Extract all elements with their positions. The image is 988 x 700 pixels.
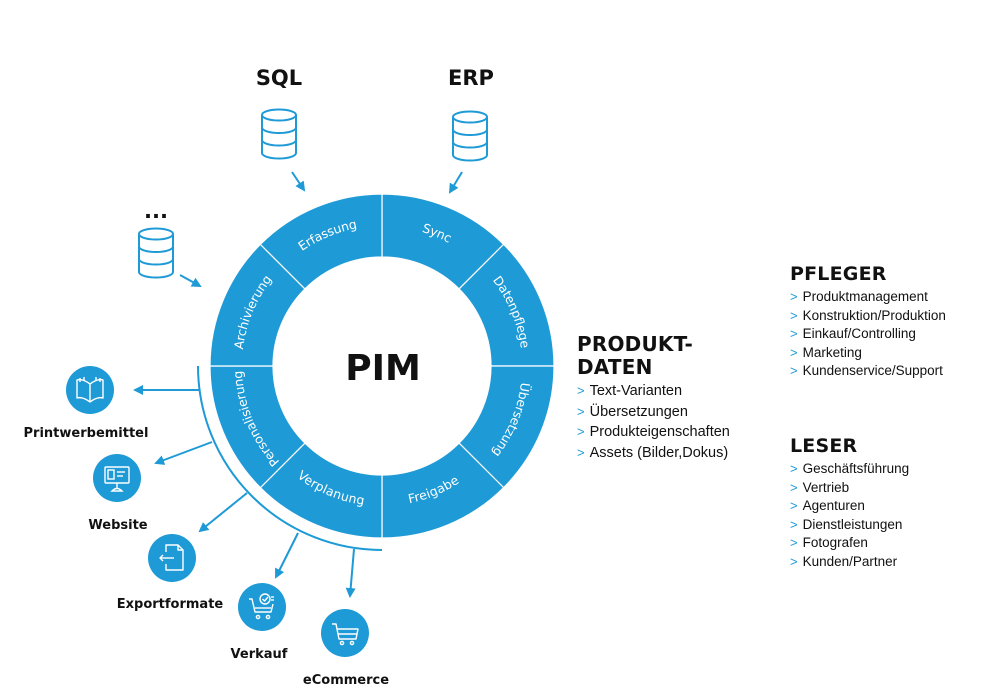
arrow-to-ecommerce	[345, 548, 356, 598]
book-icon	[76, 377, 104, 403]
source-erp: ERP	[448, 66, 494, 194]
output-circle	[238, 583, 286, 631]
arrow-to-verkauf	[275, 532, 299, 579]
output-bracket-arc	[197, 365, 383, 551]
list-item: > Produktmanagement	[790, 288, 946, 307]
arrow-erp-to-ring	[448, 171, 463, 194]
bullet-chevron-icon: >	[577, 383, 585, 398]
monitor-icon	[104, 466, 130, 492]
output-label: Website	[88, 518, 147, 533]
pfleger-title: PFLEGER	[790, 263, 887, 285]
pfleger-panel: PFLEGER >Produktmanagement >Konstruktion…	[790, 263, 946, 381]
list-item: >Assets (Bilder,Dokus)	[577, 443, 730, 464]
bullet-chevron-icon: >	[790, 516, 798, 532]
list-item-text: Produkteigenschaften	[589, 424, 730, 440]
output-circle	[93, 454, 141, 502]
bullet-chevron-icon: >	[790, 498, 798, 513]
bullet-chevron-icon: >	[790, 307, 798, 323]
list-item: > Einkauf/Controlling	[790, 325, 946, 344]
produktdaten-title-line1: PRODUKT-	[577, 332, 694, 356]
arrow-to-exportformate	[198, 492, 248, 533]
export-document-icon	[159, 544, 184, 571]
database-icon	[138, 227, 174, 279]
list-item: >Marketing	[790, 344, 946, 363]
bullet-chevron-icon: >	[790, 363, 798, 378]
arrow-sql-to-ring	[291, 171, 306, 192]
output-label: Printwerbemittel	[24, 426, 149, 441]
list-item-text: Agenturen	[802, 498, 865, 513]
produktdaten-panel: PRODUKT- DATEN >Text-Varianten >Übersetz…	[577, 333, 730, 463]
list-item-text: Kundenservice/Support	[802, 363, 943, 378]
output-label: Exportformate	[117, 597, 224, 612]
center-label-pim: PIM	[345, 348, 421, 389]
list-item: >Dienstleistungen	[790, 516, 909, 535]
arrow-other-to-ring	[179, 274, 202, 287]
process-ring: SyncDatenpflegeÜbersetzungFreigabeVerpla…	[209, 193, 555, 539]
list-item: >Konstruktion/Produktion	[790, 307, 946, 326]
list-item-text: Übersetzungen	[589, 403, 688, 420]
list-item: >Übersetzungen	[577, 402, 730, 423]
list-item-text: Geschäftsführung	[802, 461, 910, 476]
list-item-text: Produktmanagement	[802, 289, 928, 304]
list-item-text: Vertrieb	[802, 479, 850, 495]
list-item-text: Konstruktion/Produktion	[802, 307, 946, 323]
produktdaten-list: >Text-Varianten >Übersetzungen >Produkte…	[577, 381, 730, 463]
bullet-chevron-icon: >	[577, 444, 585, 460]
bullet-chevron-icon: >	[790, 553, 798, 569]
output-printwerbemittel: Printwerbemittel	[24, 366, 149, 441]
output-label: eCommerce	[303, 673, 389, 688]
output-circle	[321, 609, 369, 657]
arrow-to-website	[154, 441, 213, 465]
list-item: > Agenturen	[790, 497, 909, 516]
shopping-cart-icon	[332, 623, 359, 646]
ring-segment	[259, 193, 383, 290]
bullet-chevron-icon: >	[790, 479, 798, 495]
bullet-chevron-icon: >	[790, 461, 798, 476]
list-item-text: Text-Varianten	[589, 383, 683, 399]
list-item-text: Kunden/Partner	[802, 553, 898, 569]
leser-title: LESER	[790, 435, 858, 457]
list-item: > Geschäftsführung	[790, 460, 909, 479]
bullet-chevron-icon: >	[790, 344, 798, 360]
pfleger-list: >Produktmanagement >Konstruktion/Produkt…	[790, 288, 946, 381]
list-item-text: Einkauf/Controlling	[802, 326, 916, 341]
leser-panel: LESER >Geschäftsführung >Vertrieb >Agent…	[790, 435, 909, 571]
bullet-chevron-icon: >	[790, 289, 798, 304]
list-item: > Kundenservice/Support	[790, 362, 946, 381]
database-icon	[452, 110, 488, 162]
bullet-chevron-icon: >	[790, 326, 798, 341]
output-ecommerce: eCommerce	[303, 609, 389, 688]
output-website: Website	[88, 454, 148, 533]
output-exportformate: Exportformate	[117, 534, 224, 612]
bullet-chevron-icon: >	[577, 424, 585, 439]
output-label: Verkauf	[231, 647, 288, 662]
list-item: > Fotografen	[790, 534, 909, 553]
source-sql-label: SQL	[256, 66, 302, 90]
produktdaten-title-line2: DATEN	[577, 355, 653, 379]
source-other-label: ...	[144, 199, 168, 223]
list-item-text: Dienstleistungen	[802, 516, 903, 532]
list-item: >Kunden/Partner	[790, 553, 909, 572]
bullet-chevron-icon: >	[577, 403, 585, 419]
list-item: >Vertrieb	[790, 479, 909, 498]
list-item: > Text-Varianten	[577, 381, 730, 402]
output-verkauf: Verkauf	[231, 583, 288, 662]
bullet-chevron-icon: >	[790, 535, 798, 550]
list-item-text: Fotografen	[802, 535, 868, 550]
database-icon	[261, 108, 297, 160]
list-item: > Produkteigenschaften	[577, 422, 730, 443]
source-erp-label: ERP	[448, 66, 494, 90]
list-item-text: Assets (Bilder,Dokus)	[589, 444, 729, 461]
cart-check-icon	[249, 593, 274, 620]
source-other: ...	[138, 199, 202, 287]
list-item-text: Marketing	[802, 344, 862, 360]
source-sql: SQL	[256, 66, 306, 192]
leser-list: >Geschäftsführung >Vertrieb >Agenturen >…	[790, 460, 909, 571]
